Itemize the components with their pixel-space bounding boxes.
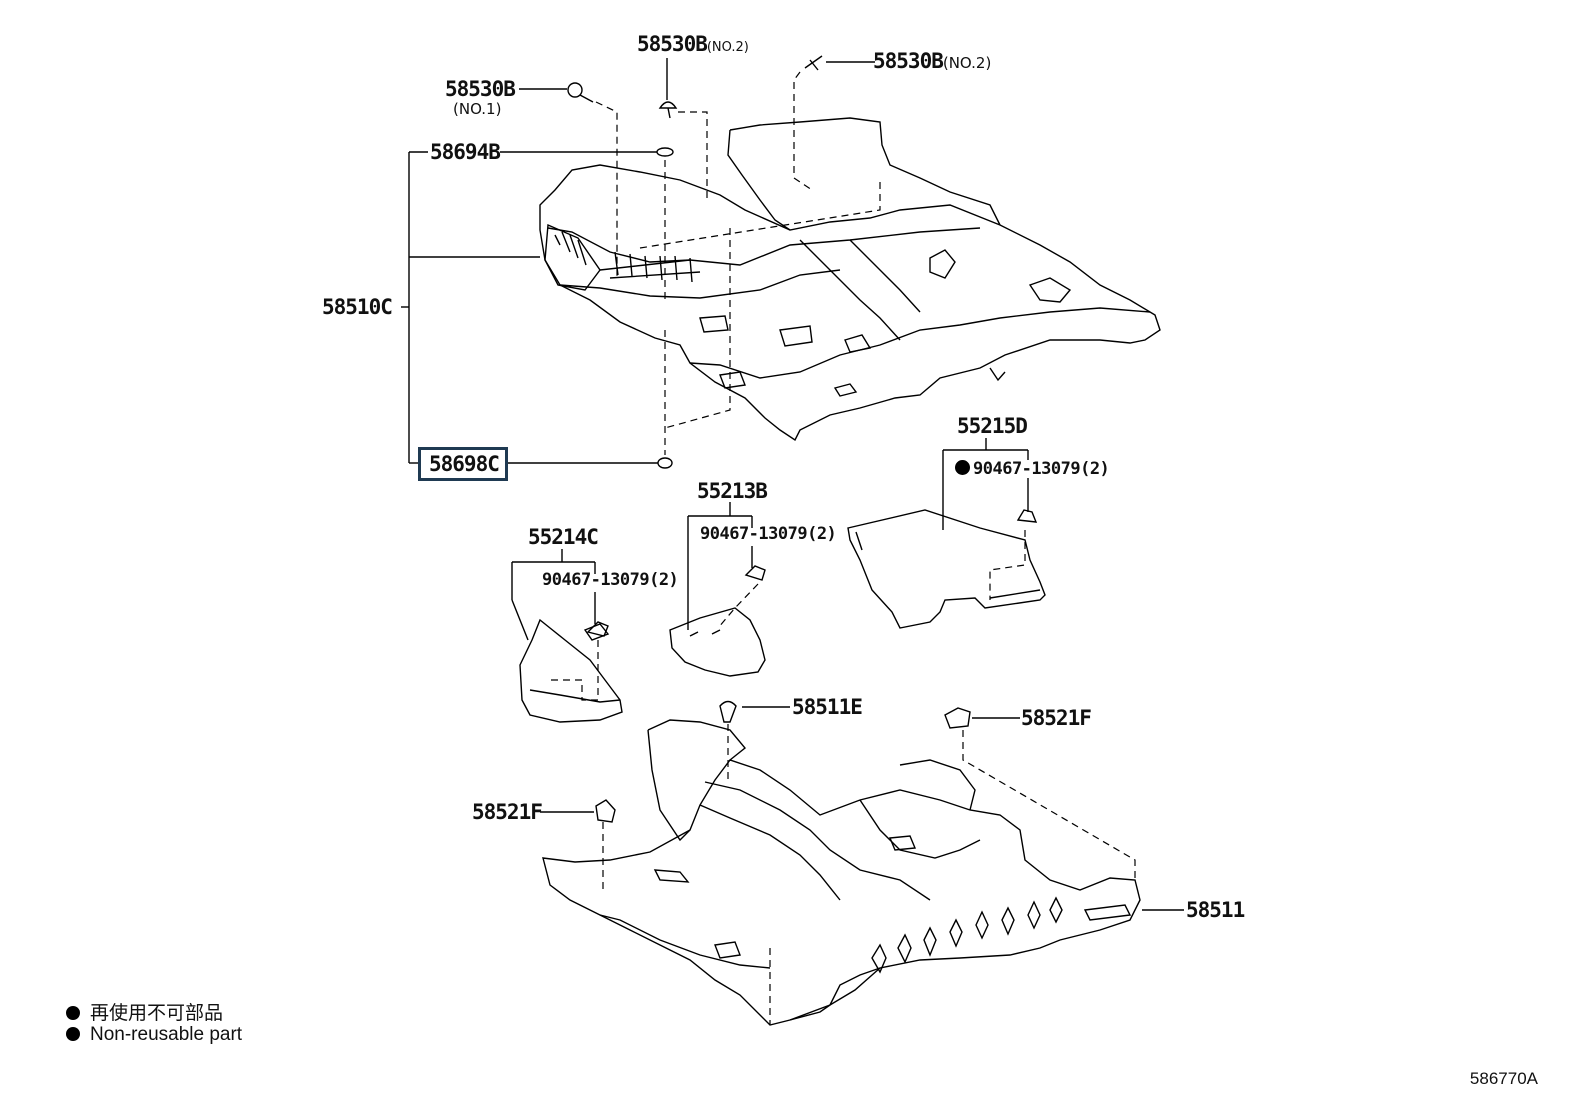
- non-reusable-dot-icon: [955, 460, 970, 475]
- part-label-58698c-highlighted[interactable]: 58698C: [418, 447, 508, 481]
- legend-text: Non-reusable part: [90, 1024, 243, 1045]
- diagram-code: 586770A: [1469, 1069, 1538, 1088]
- part-qualifier-no1: (NO.1): [453, 100, 502, 118]
- part-qualifier: (NO.2): [942, 54, 992, 72]
- part-label-90467-13079-55213b[interactable]: 90467-13079(2): [700, 524, 837, 544]
- part-number: 58530B: [637, 32, 708, 56]
- legend-text: 再使用不可部品: [90, 1003, 224, 1024]
- part-label-58694b[interactable]: 58694B: [430, 140, 501, 164]
- part-label-58521f-left[interactable]: 58521F: [472, 800, 543, 824]
- part-number: 58530B: [873, 49, 944, 73]
- part-label-58530b-no2-right[interactable]: 58530B(NO.2): [873, 51, 991, 72]
- part-label-58530b-no2-top[interactable]: 58530B(NO.2): [637, 34, 749, 55]
- part-label-58511e[interactable]: 58511E: [792, 695, 863, 719]
- legend-item-japanese: 再使用不可部品: [66, 998, 223, 1025]
- part-label-55213b[interactable]: 55213B: [697, 479, 768, 503]
- front-floor-carpet-shape: [539, 117, 1161, 442]
- part-label-58511[interactable]: 58511: [1186, 898, 1245, 922]
- pad-55214c-shape: [519, 618, 623, 723]
- part-label-55214c[interactable]: 55214C: [528, 525, 599, 549]
- non-reusable-dot-icon: [66, 1027, 80, 1041]
- part-label-58510c[interactable]: 58510C: [322, 295, 393, 319]
- pad-55213b-shape: [669, 607, 766, 677]
- part-label-58521f-right[interactable]: 58521F: [1021, 706, 1092, 730]
- part-label-90467-13079-55215d[interactable]: 90467-13079(2): [955, 459, 1110, 479]
- part-number: 90467-13079(2): [973, 459, 1110, 479]
- fastener-shapes: [567, 55, 1038, 823]
- part-qualifier: (NO.2): [706, 40, 749, 55]
- part-label-55215d[interactable]: 55215D: [957, 414, 1028, 438]
- floor-silencer-58511-shape: [542, 719, 1141, 1026]
- part-label-90467-13079-55214c[interactable]: 90467-13079(2): [542, 570, 679, 590]
- non-reusable-dot-icon: [66, 1006, 80, 1020]
- pad-55215d-shape: [847, 509, 1046, 629]
- legend-item-english: Non-reusable part: [66, 1024, 242, 1046]
- part-label-58530b-no1[interactable]: 58530B: [445, 77, 516, 101]
